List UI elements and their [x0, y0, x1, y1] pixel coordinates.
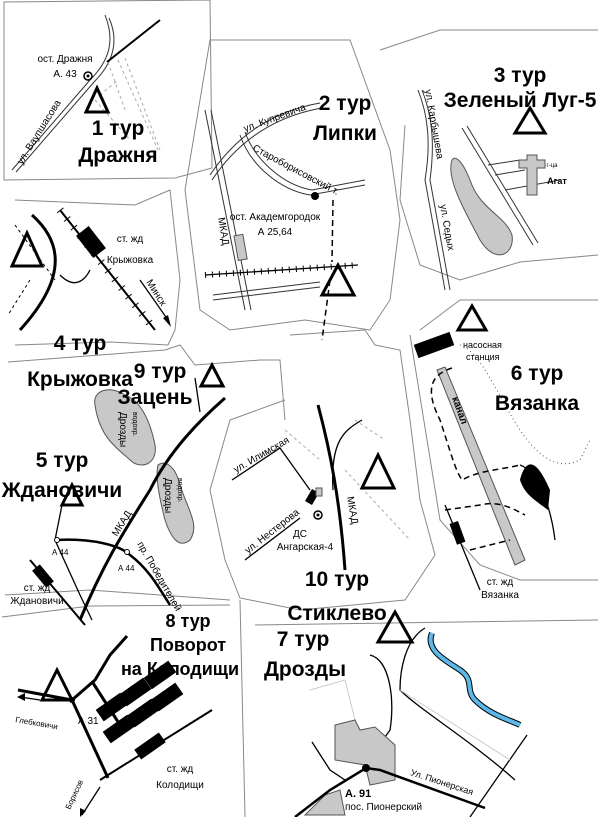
station-icon: [76, 226, 106, 258]
reservoir-label: водохр.: [176, 478, 183, 503]
tour-4-place: Крыжовка: [27, 368, 133, 391]
ring-road-label: МКАД: [215, 217, 231, 247]
tour-3-title: 3 тур: [494, 64, 547, 87]
tour-5-marker-triangle-icon: [59, 481, 85, 507]
map-tour-8: А 31 Глебковичи Борисов ст. жд Колодищи …: [15, 611, 239, 817]
street-name: ул. Ваупшасова: [15, 98, 64, 167]
tour-10-title: 10 тур: [305, 568, 369, 591]
tour-4-marker-triangle-icon: [9, 229, 45, 268]
tour-6-marker-triangle-icon: [455, 303, 489, 332]
map-tour-10: ул. Илимская ул. Нестерова ДС Ангарская-…: [231, 404, 411, 625]
tour-3-place: Зеленый Луг-5: [444, 89, 597, 112]
tour-2-place: Липки: [313, 122, 377, 145]
street-name: ул. Илимская: [232, 435, 291, 476]
direction-label: Борисов: [64, 779, 85, 811]
bus-number: А. 43: [53, 69, 77, 80]
tour-10-marker-triangle-icon: [359, 451, 397, 490]
direction-label: Минск: [143, 278, 168, 309]
pump-label: насосная: [463, 340, 502, 350]
pump-station-icon: [413, 331, 455, 359]
tour-7-place: Дрозды: [264, 658, 346, 681]
map-tour-2: ул. Купревича Староборисовский т. ост. А…: [204, 92, 377, 341]
street-name: Староборисовский т.: [251, 142, 342, 198]
bus-number: А 31: [78, 716, 99, 727]
bus-number: А 44: [118, 564, 135, 573]
tour-8-title: 8 тур: [165, 611, 210, 631]
street-name: ул. Купревича: [242, 102, 307, 135]
tour-8-marker-triangle-icon: [39, 666, 75, 702]
street-name: ул. Седых: [437, 204, 456, 252]
map-tour-6: насосная станция канал ст. жд Вязанка 6 …: [413, 303, 591, 601]
tour-9-place: Зацень: [117, 386, 192, 409]
reservoir-label: водохр.: [131, 412, 138, 437]
stop-name: Ангарская-4: [277, 542, 334, 553]
settlement-name: пос. Пионерский: [345, 802, 422, 813]
station-name: Вязанка: [481, 590, 519, 601]
ring-road-label: МКАД: [344, 496, 360, 526]
station-label: ст. жд: [487, 577, 514, 588]
tour-9-marker-triangle-icon: [198, 361, 226, 388]
tour-2-marker-triangle-icon: [319, 261, 357, 297]
direction-label: Глебковичи: [15, 715, 59, 731]
map-tour-5-9: водохр. Дрозды водохр. Дрозды А 44 А 44 …: [1, 360, 226, 626]
tour-7-title: 7 тур: [277, 628, 330, 651]
stop-name: ост. Академгородок: [230, 212, 321, 223]
station-name: Ждановичи: [10, 596, 63, 607]
tour-1-title: 1 тур: [92, 117, 145, 140]
tour-8-place-line1: Поворот: [150, 635, 226, 655]
canal: [436, 366, 526, 566]
station-label: ст. жд: [117, 234, 144, 245]
tour-1-place: Дражня: [78, 144, 157, 167]
bus-number: А. 91: [345, 788, 371, 800]
avenue-name: пр. Победителей: [134, 540, 184, 614]
tour-6-place: Вязанка: [495, 392, 579, 415]
bus-number: А 25,64: [258, 227, 293, 238]
station-label: ст. жд: [167, 764, 194, 775]
map-tour-1: ост. Дражня А. 43 ул. Ваупшасова 1 тур Д…: [11, 14, 161, 173]
pump-label: станция: [466, 352, 500, 362]
settlement-area: [334, 719, 396, 786]
map-tour-7: Ул. Пионерская А. 91 пос. Пионерский 7 т…: [264, 608, 528, 817]
tour-7-marker-triangle-icon: [375, 608, 415, 644]
tour-8-place-line2: на Колодищи: [121, 659, 239, 679]
station-name: Колодищи: [156, 780, 204, 791]
station-label: ст. жд: [24, 583, 51, 594]
bus-number: А 44: [52, 548, 69, 557]
tour-9-title: 9 тур: [134, 360, 187, 383]
tour-3-marker-triangle-icon: [512, 105, 548, 135]
arrow-icon: [163, 315, 171, 327]
stop-name: ост. Дражня: [37, 54, 92, 65]
tour-2-title: 2 тур: [319, 92, 372, 115]
hotel-name: Агат: [547, 176, 567, 186]
tour-6-title: 6 тур: [511, 362, 564, 385]
canal-label: канал: [449, 395, 469, 426]
station-name: Крыжовка: [107, 255, 154, 266]
hotel-prefix: г-ца: [547, 163, 559, 169]
map-tour-3: ул. Карбышева ул. Седых г-ца Агат 3 тур …: [417, 64, 597, 291]
river: [428, 632, 521, 727]
tour-5-title: 5 тур: [36, 449, 89, 472]
tour-1-marker-triangle-icon: [83, 84, 111, 114]
tour-10-place: Стиклево: [287, 602, 386, 625]
tour-4-title: 4 тур: [54, 332, 107, 355]
tour-5-place: Ждановичи: [1, 479, 122, 502]
reservoir-name: Дрозды: [162, 478, 173, 513]
stop-label: ДС: [293, 529, 307, 540]
street-name: ул. Карбышева: [422, 88, 446, 160]
reservoir-name: Дрозды: [117, 412, 128, 447]
hotel-building: [518, 154, 546, 196]
